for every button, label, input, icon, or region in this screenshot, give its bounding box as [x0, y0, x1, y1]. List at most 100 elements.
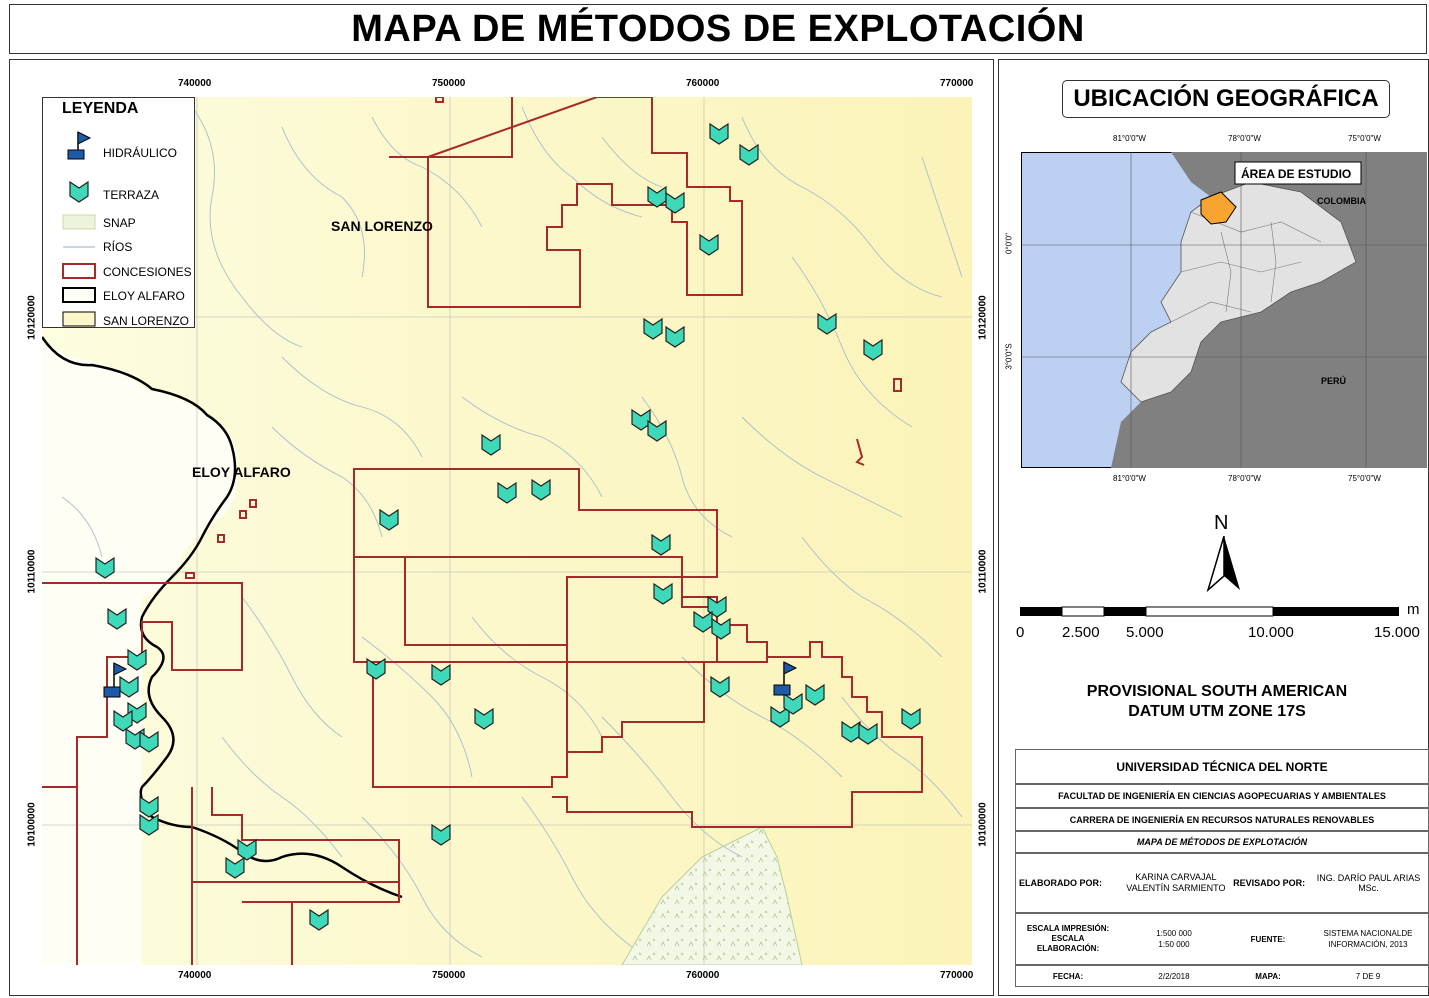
x-tick-top-1: 740000 [178, 78, 212, 89]
north-label: N [1214, 512, 1229, 534]
university-name: UNIVERSIDAD TÉCNICA DEL NORTE [1116, 759, 1328, 774]
terraza-icon[interactable] [647, 419, 667, 442]
terraza-icon[interactable] [805, 683, 825, 706]
terraza-icon[interactable] [783, 692, 803, 715]
x-tick-bottom-2: 750000 [432, 970, 466, 981]
terraza-markers[interactable] [95, 122, 921, 931]
rivers [61, 106, 963, 958]
terraza-icon[interactable] [107, 607, 127, 630]
terraza-icon[interactable] [531, 478, 551, 501]
fuente-value-1: SISTEMA NACIONALDE [1323, 929, 1413, 938]
inset-map[interactable]: ÁREA DE ESTUDIO COLOMBIA PERÚ [1021, 152, 1427, 468]
terraza-icon[interactable] [709, 122, 729, 145]
university-row: UNIVERSIDAD TÉCNICA DEL NORTE [1015, 749, 1429, 784]
peru-label: PERÚ [1321, 375, 1346, 386]
terraza-icon[interactable] [699, 233, 719, 256]
x-tick-bottom-1: 740000 [178, 970, 212, 981]
terraza-icon[interactable] [858, 722, 878, 745]
legend: LEYENDA HIDRÁULICO TERRAZA SNAP RÍOS CON… [42, 97, 195, 328]
escala-label: ESCALA IMPRESIÓN: ESCALA ELABORACIÓN: [1016, 924, 1120, 954]
terraza-icon[interactable] [710, 675, 730, 698]
y-tick-left-1: 10120000 [26, 295, 38, 340]
hidraulico-icon[interactable] [773, 661, 798, 696]
hidraulico-markers[interactable] [103, 661, 798, 698]
terraza-icon[interactable] [817, 312, 837, 335]
study-area-label-box [1234, 161, 1362, 185]
terraza-icon[interactable] [481, 433, 501, 456]
terraza-icon[interactable] [711, 617, 731, 640]
y-tick-left-2: 10110000 [26, 549, 38, 594]
scale-label-0: 0 [1016, 624, 1025, 641]
eloy-alfaro-swatch [62, 287, 96, 303]
inset-grid [1021, 152, 1427, 468]
concession-swatch [62, 263, 96, 279]
legend-snap: SNAP [103, 216, 136, 230]
legend-title: LEYENDA [62, 100, 139, 117]
terraza-icon[interactable] [113, 709, 133, 732]
faculty-row: FACULTAD DE INGENIERÍA EN CIENCIAS AGOPE… [1015, 784, 1429, 808]
lon-tick-top-2: 78°0'0"W [1228, 134, 1261, 143]
elaborado-value-2: VALENTÍN SARMIENTO [1126, 883, 1226, 893]
scale-label-4: 15.000 [1374, 624, 1420, 641]
terraza-icon[interactable] [366, 657, 386, 680]
elaborado-value-1: KARINA CARVAJAL [1135, 872, 1217, 882]
eloy-alfaro-area [42, 337, 238, 965]
y-tick-left-3: 10100000 [26, 802, 38, 847]
terraza-icon[interactable] [309, 908, 329, 931]
scale-unit: m [1407, 601, 1420, 618]
map-frame [9, 59, 994, 996]
escala-row: ESCALA IMPRESIÓN: ESCALA ELABORACIÓN: 1:… [1015, 913, 1429, 965]
lon-tick-top-3: 75°0'0"W [1348, 134, 1381, 143]
north-arrow-icon [1206, 536, 1240, 592]
terraza-icon[interactable] [139, 730, 159, 753]
fecha-label: FECHA: [1052, 971, 1084, 981]
terraza-icon[interactable] [497, 481, 517, 504]
hidraulico-icon[interactable] [103, 662, 128, 698]
terraza-icon[interactable] [431, 663, 451, 686]
terraza-icon[interactable] [474, 707, 494, 730]
terraza-icon[interactable] [139, 795, 159, 818]
terraza-icon[interactable] [665, 191, 685, 214]
main-map[interactable]: SAN LORENZO ELOY ALFARO [42, 97, 972, 965]
lon-tick-bottom-1: 81°0'0"W [1113, 474, 1146, 483]
terraza-icon[interactable] [431, 823, 451, 846]
elaborado-row: ELABORADO POR: KARINA CARVAJAL VALENTÍN … [1015, 853, 1429, 913]
scale-label-1: 2.500 [1062, 624, 1100, 641]
legend-hidraulico: HIDRÁULICO [103, 146, 178, 160]
terraza-icon[interactable] [127, 648, 147, 671]
career-name: CARRERA DE INGENIERÍA EN RECURSOS NATURA… [1069, 814, 1375, 825]
terraza-icon[interactable] [651, 533, 671, 556]
terraza-icon[interactable] [863, 338, 883, 361]
terraza-icon[interactable] [770, 705, 790, 728]
legend-terraza: TERRAZA [103, 188, 160, 202]
y-tick-right-2: 10110000 [977, 549, 989, 594]
legend-symbols [62, 131, 96, 327]
terraza-icon[interactable] [901, 707, 921, 730]
revisado-value: ING. DARÍO PAUL ARIAS MSc. [1316, 873, 1421, 893]
fecha-row: FECHA: 2/2/2018 MAPA: 7 DE 9 [1015, 965, 1429, 987]
terraza-icon[interactable] [225, 856, 245, 879]
fuente-value-2: INFORMACIÓN, 2013 [1328, 940, 1408, 949]
escala-value: 1:500 000 1:50 000 [1120, 928, 1228, 950]
legend-eloy-alfaro: ELOY ALFARO [103, 289, 185, 303]
escala-label-1: ESCALA IMPRESIÓN: [1026, 924, 1110, 933]
fuente-value: SISTEMA NACIONALDE INFORMACIÓN, 2013 [1308, 928, 1428, 950]
career-row: CARRERA DE INGENIERÍA EN RECURSOS NATURA… [1015, 808, 1429, 831]
terraza-icon[interactable] [665, 325, 685, 348]
terraza-icon[interactable] [139, 813, 159, 836]
x-tick-top-4: 770000 [940, 78, 974, 89]
terraza-icon[interactable] [643, 317, 663, 340]
revisado-label: REVISADO POR: [1233, 878, 1306, 888]
datum-line-1: PROVISIONAL SOUTH AMERICAN [1086, 683, 1348, 700]
map-title: MAPA DE MÉTODOS DE EXPLOTACIÓN [351, 7, 1085, 50]
terraza-icon[interactable] [237, 838, 257, 861]
terraza-icon[interactable] [653, 582, 673, 605]
terraza-icon[interactable] [379, 508, 399, 531]
lon-tick-top-1: 81°0'0"W [1113, 134, 1146, 143]
terraza-icon[interactable] [95, 556, 115, 579]
elaborado-value: KARINA CARVAJAL VALENTÍN SARMIENTO [1122, 872, 1229, 894]
faculty-name: FACULTAD DE INGENIERÍA EN CIENCIAS AGOPE… [1058, 791, 1386, 801]
terraza-icon[interactable] [739, 143, 759, 166]
inset-ecuador [1120, 181, 1357, 403]
fuente-label: FUENTE: [1250, 934, 1286, 944]
